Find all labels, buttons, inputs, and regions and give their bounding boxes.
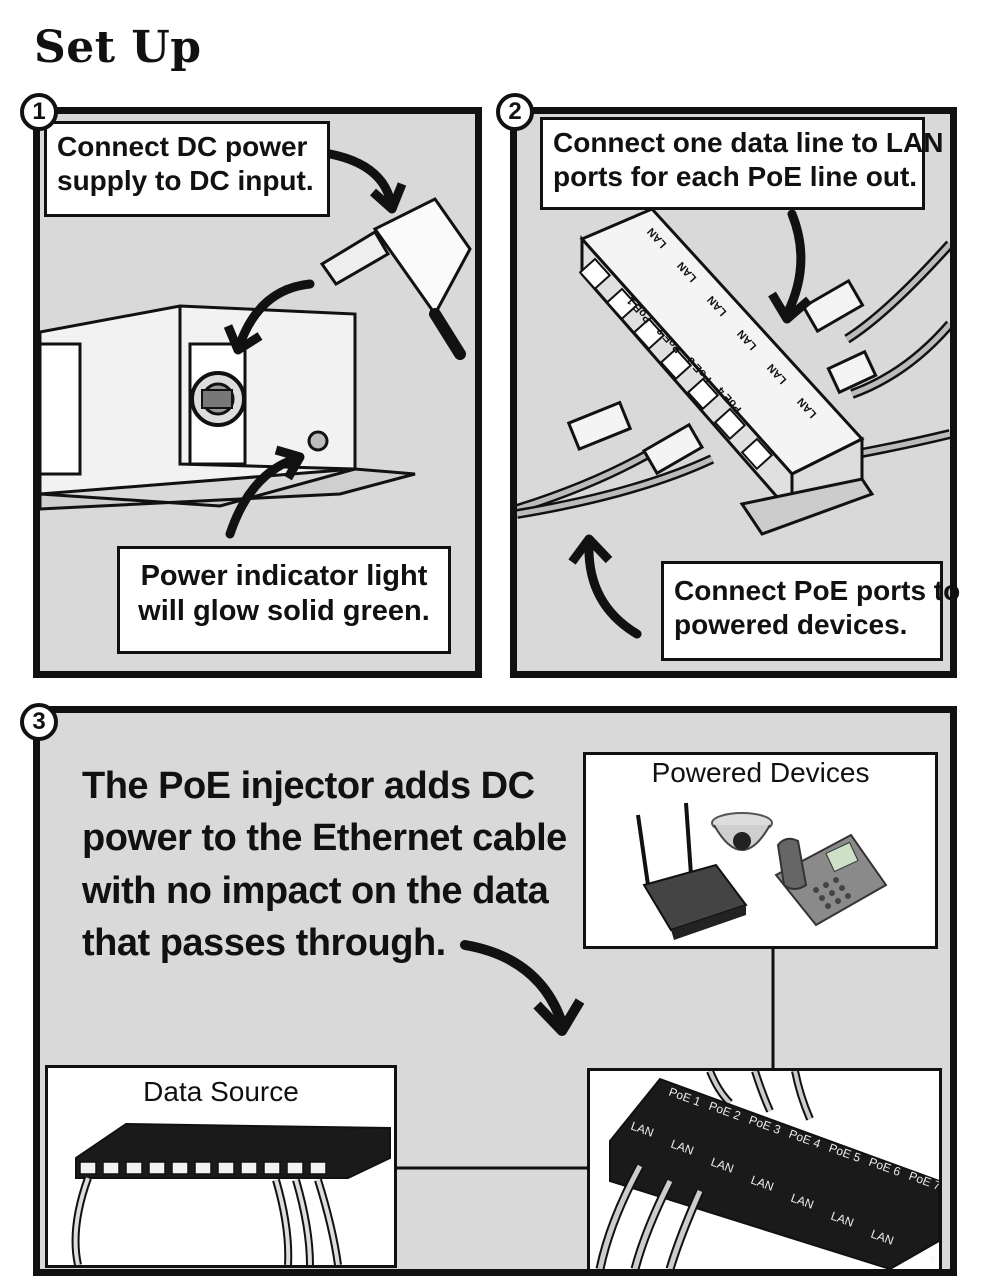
step-1-badge: 1: [20, 93, 58, 131]
dome-camera-icon: [711, 812, 773, 851]
switch-port: [148, 1161, 166, 1175]
power-indicator-light-icon: [307, 430, 329, 452]
powered-devices-label: Powered Devices: [651, 757, 870, 788]
lan-plug-icon: [566, 278, 878, 476]
device-port: [659, 347, 693, 381]
device-port: [605, 287, 639, 321]
switch-port-row: [79, 1161, 327, 1175]
step-3-badge: 3: [20, 703, 58, 741]
injector-extra-label: 6: [930, 1255, 936, 1266]
device-port: [632, 317, 666, 351]
switch-port: [125, 1161, 143, 1175]
device-port-row: [578, 257, 774, 471]
switch-port: [217, 1161, 235, 1175]
step-2-badge: 2: [496, 93, 534, 131]
switch-port: [194, 1161, 212, 1175]
device-port: [578, 257, 612, 291]
device-port: [713, 407, 747, 441]
page-title: Set Up: [34, 22, 202, 73]
connection-lines: [397, 940, 775, 1170]
switch-port: [309, 1161, 327, 1175]
switch-port: [240, 1161, 258, 1175]
data-source-label: Data Source: [143, 1076, 299, 1107]
switch-port: [171, 1161, 189, 1175]
device-port: [686, 377, 720, 411]
powered-devices-illustration: [636, 802, 888, 940]
dc-input-illustration: [40, 149, 472, 539]
switch-port: [263, 1161, 281, 1175]
router-icon: [636, 802, 748, 940]
data-source-box: Data Source: [45, 1065, 397, 1268]
powered-devices-box: Powered Devices: [583, 752, 938, 949]
network-switch-illustration: [71, 1122, 391, 1265]
device-port: [740, 437, 774, 471]
switch-port: [102, 1161, 120, 1175]
switch-port: [79, 1161, 97, 1175]
ip-phone-icon: [774, 833, 888, 927]
switch-port: [286, 1161, 304, 1175]
